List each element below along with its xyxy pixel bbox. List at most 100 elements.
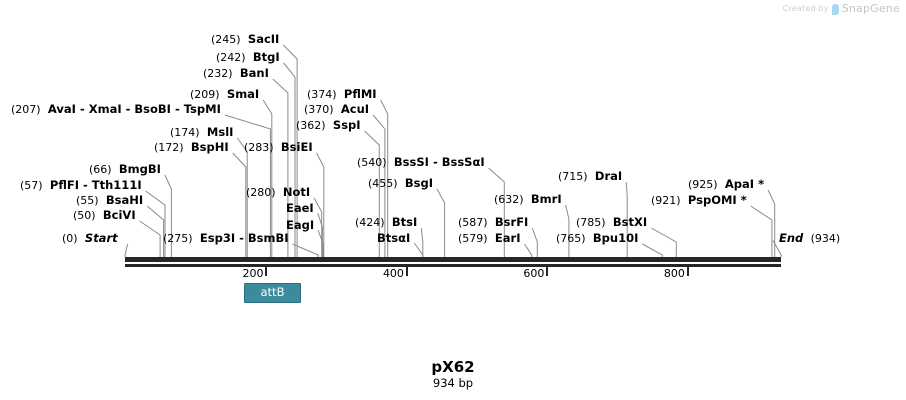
leader-line-bmrI	[565, 204, 570, 257]
enzyme-label-pflFI[interactable]: (57) PflFI - Tth111I	[20, 179, 142, 192]
enzyme-name: EaeI	[286, 201, 314, 215]
ruler-tick-label: 400	[382, 267, 404, 280]
enzyme-position: (540)	[357, 156, 387, 169]
enzyme-label-avaI[interactable]: (207) AvaI - XmaI - BsoBI - TspMI	[11, 103, 221, 116]
leader-line-bsrFI	[531, 227, 538, 257]
enzyme-position: (921)	[651, 194, 681, 207]
enzyme-name: ApaI *	[724, 177, 765, 191]
enzyme-label-earI[interactable]: (579) EarI	[458, 232, 520, 245]
enzyme-name: Esp3I	[199, 231, 236, 245]
leader-line-bstXI	[650, 227, 677, 257]
enzyme-label-bsrFI[interactable]: (587) BsrFI	[458, 216, 528, 229]
leader-line-bsiEI	[316, 152, 325, 257]
leader-line-sacII	[282, 44, 298, 257]
enzyme-position: (174)	[170, 126, 200, 139]
enzyme-label-smaI[interactable]: (209) SmaI	[190, 88, 259, 101]
enzyme-name: End	[779, 231, 804, 245]
enzyme-name: BsiEI	[280, 140, 313, 154]
snapgene-logo-icon	[831, 4, 839, 15]
enzyme-label-bssSI[interactable]: (540) BssSI - BssSαI	[357, 156, 485, 169]
leader-line-draI	[625, 181, 628, 257]
enzyme-name: BsaHI	[105, 193, 144, 207]
enzyme-name: Tth111I	[91, 178, 142, 192]
enzyme-name: BspHI	[190, 140, 229, 154]
enzyme-position: (242)	[216, 51, 246, 64]
enzyme-label-pflMI[interactable]: (374) PflMI	[307, 88, 377, 101]
sequence-backbone-shadow	[125, 264, 781, 267]
enzyme-separator: -	[121, 102, 135, 116]
feature-attb[interactable]: attB	[244, 283, 301, 303]
leader-line-start	[124, 243, 129, 257]
enzyme-label-end[interactable]: End (934)	[779, 232, 840, 245]
leader-line-smaI	[262, 99, 273, 257]
enzyme-label-bmrI[interactable]: (632) BmrI	[494, 193, 562, 206]
enzyme-label-draI[interactable]: (715) DraI	[558, 170, 622, 183]
enzyme-label-bciVI[interactable]: (50) BciVI	[73, 209, 136, 222]
leader-line-btsaI	[413, 242, 424, 257]
enzyme-position: (280)	[246, 186, 276, 199]
enzyme-label-apaI[interactable]: (925) ApaI *	[688, 178, 764, 191]
enzyme-label-eaeI[interactable]: EaeI	[286, 202, 314, 214]
enzyme-name: BsgI	[404, 176, 434, 190]
enzyme-label-sspI[interactable]: (362) SspI	[296, 119, 361, 132]
leader-line-eagI	[317, 229, 324, 257]
watermark-brand-text: SnapGene	[841, 2, 900, 15]
enzyme-name: BsoBI	[134, 102, 171, 116]
enzyme-position: (172)	[154, 141, 184, 154]
enzyme-name: BsmBI	[247, 231, 289, 245]
enzyme-name: AvaI	[47, 102, 76, 116]
enzyme-label-start[interactable]: (0) Start	[62, 232, 118, 245]
enzyme-label-bsgI[interactable]: (455) BsgI	[368, 177, 433, 190]
leader-line-bsgI	[436, 188, 446, 257]
leader-line-esp3I	[292, 243, 319, 257]
leader-line-acuI	[372, 114, 386, 257]
enzyme-separator: -	[170, 102, 184, 116]
enzyme-label-btsI[interactable]: (424) BtsI	[355, 216, 417, 229]
plasmid-length: 934 bp	[432, 376, 474, 390]
enzyme-label-eagI[interactable]: EagI	[286, 219, 314, 231]
enzyme-label-sacII[interactable]: (245) SacII	[211, 33, 279, 46]
enzyme-label-notI[interactable]: (280) NotI	[246, 186, 310, 199]
enzyme-position: (209)	[190, 88, 220, 101]
leader-line-eaeI	[317, 212, 323, 257]
enzyme-name: BtsαI	[377, 231, 411, 245]
enzyme-label-esp3I[interactable]: (275) Esp3I - BsmBI	[163, 232, 289, 245]
enzyme-name: BmgBI	[118, 162, 161, 176]
enzyme-name: SspI	[332, 118, 361, 132]
enzyme-name: AcuI	[340, 102, 370, 116]
ruler-tick-label: 800	[663, 267, 685, 280]
leader-line-pspOMI	[750, 205, 773, 257]
enzyme-label-btgI[interactable]: (242) BtgI	[216, 51, 280, 64]
enzyme-name: BstXI	[612, 215, 648, 229]
enzyme-label-bspHI[interactable]: (172) BspHI	[154, 141, 229, 154]
enzyme-position: (765)	[556, 232, 586, 245]
enzyme-name: EagI	[286, 218, 315, 232]
enzyme-separator: -	[428, 155, 442, 169]
enzyme-label-acuI[interactable]: (370) AcuI	[304, 103, 369, 116]
enzyme-name: Bpu10I	[592, 231, 639, 245]
enzyme-label-pspOMI[interactable]: (921) PspOMI *	[651, 194, 747, 207]
ruler-tick-label: 600	[523, 267, 545, 280]
enzyme-name: BsrFI	[494, 215, 529, 229]
enzyme-position: (374)	[307, 88, 337, 101]
enzyme-label-bsaHI[interactable]: (55) BsaHI	[76, 194, 143, 207]
enzyme-position: (0)	[62, 232, 78, 245]
enzyme-label-banI[interactable]: (232) BanI	[203, 67, 269, 80]
enzyme-position: (57)	[20, 179, 43, 192]
leader-line-banI	[272, 78, 289, 257]
enzyme-label-bmgBI[interactable]: (66) BmgBI	[89, 163, 161, 176]
enzyme-position: (587)	[458, 216, 488, 229]
enzyme-position: (245)	[211, 33, 241, 46]
enzyme-label-btsaI[interactable]: BtsαI	[377, 232, 410, 244]
enzyme-label-bpu10I[interactable]: (765) Bpu10I	[556, 232, 638, 245]
ruler-tick	[546, 267, 549, 276]
enzyme-name: BmrI	[530, 192, 562, 206]
enzyme-label-bsiEI[interactable]: (283) BsiEI	[244, 141, 313, 154]
leader-line-bciVI	[139, 220, 161, 257]
ruler-tick	[686, 267, 689, 276]
enzyme-position: (232)	[203, 67, 233, 80]
enzyme-label-bstXI[interactable]: (785) BstXI	[576, 216, 647, 229]
enzyme-position: (925)	[688, 178, 718, 191]
enzyme-label-mslI[interactable]: (174) MslI	[170, 126, 233, 139]
